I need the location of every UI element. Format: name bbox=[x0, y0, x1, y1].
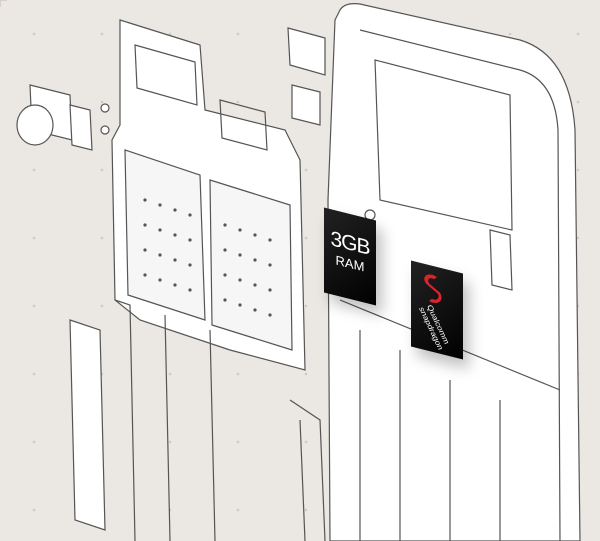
snapdragon-chip: Qualcomm snapdragon bbox=[411, 260, 463, 360]
flex-cables bbox=[69, 299, 326, 541]
motherboard bbox=[111, 19, 306, 371]
front-camera bbox=[287, 27, 326, 126]
camera-module bbox=[16, 84, 110, 151]
ram-chip: 3GB RAM bbox=[324, 207, 376, 306]
snapdragon-chip-text: Qualcomm snapdragon bbox=[417, 304, 453, 351]
snapdragon-logo-icon bbox=[424, 274, 442, 303]
